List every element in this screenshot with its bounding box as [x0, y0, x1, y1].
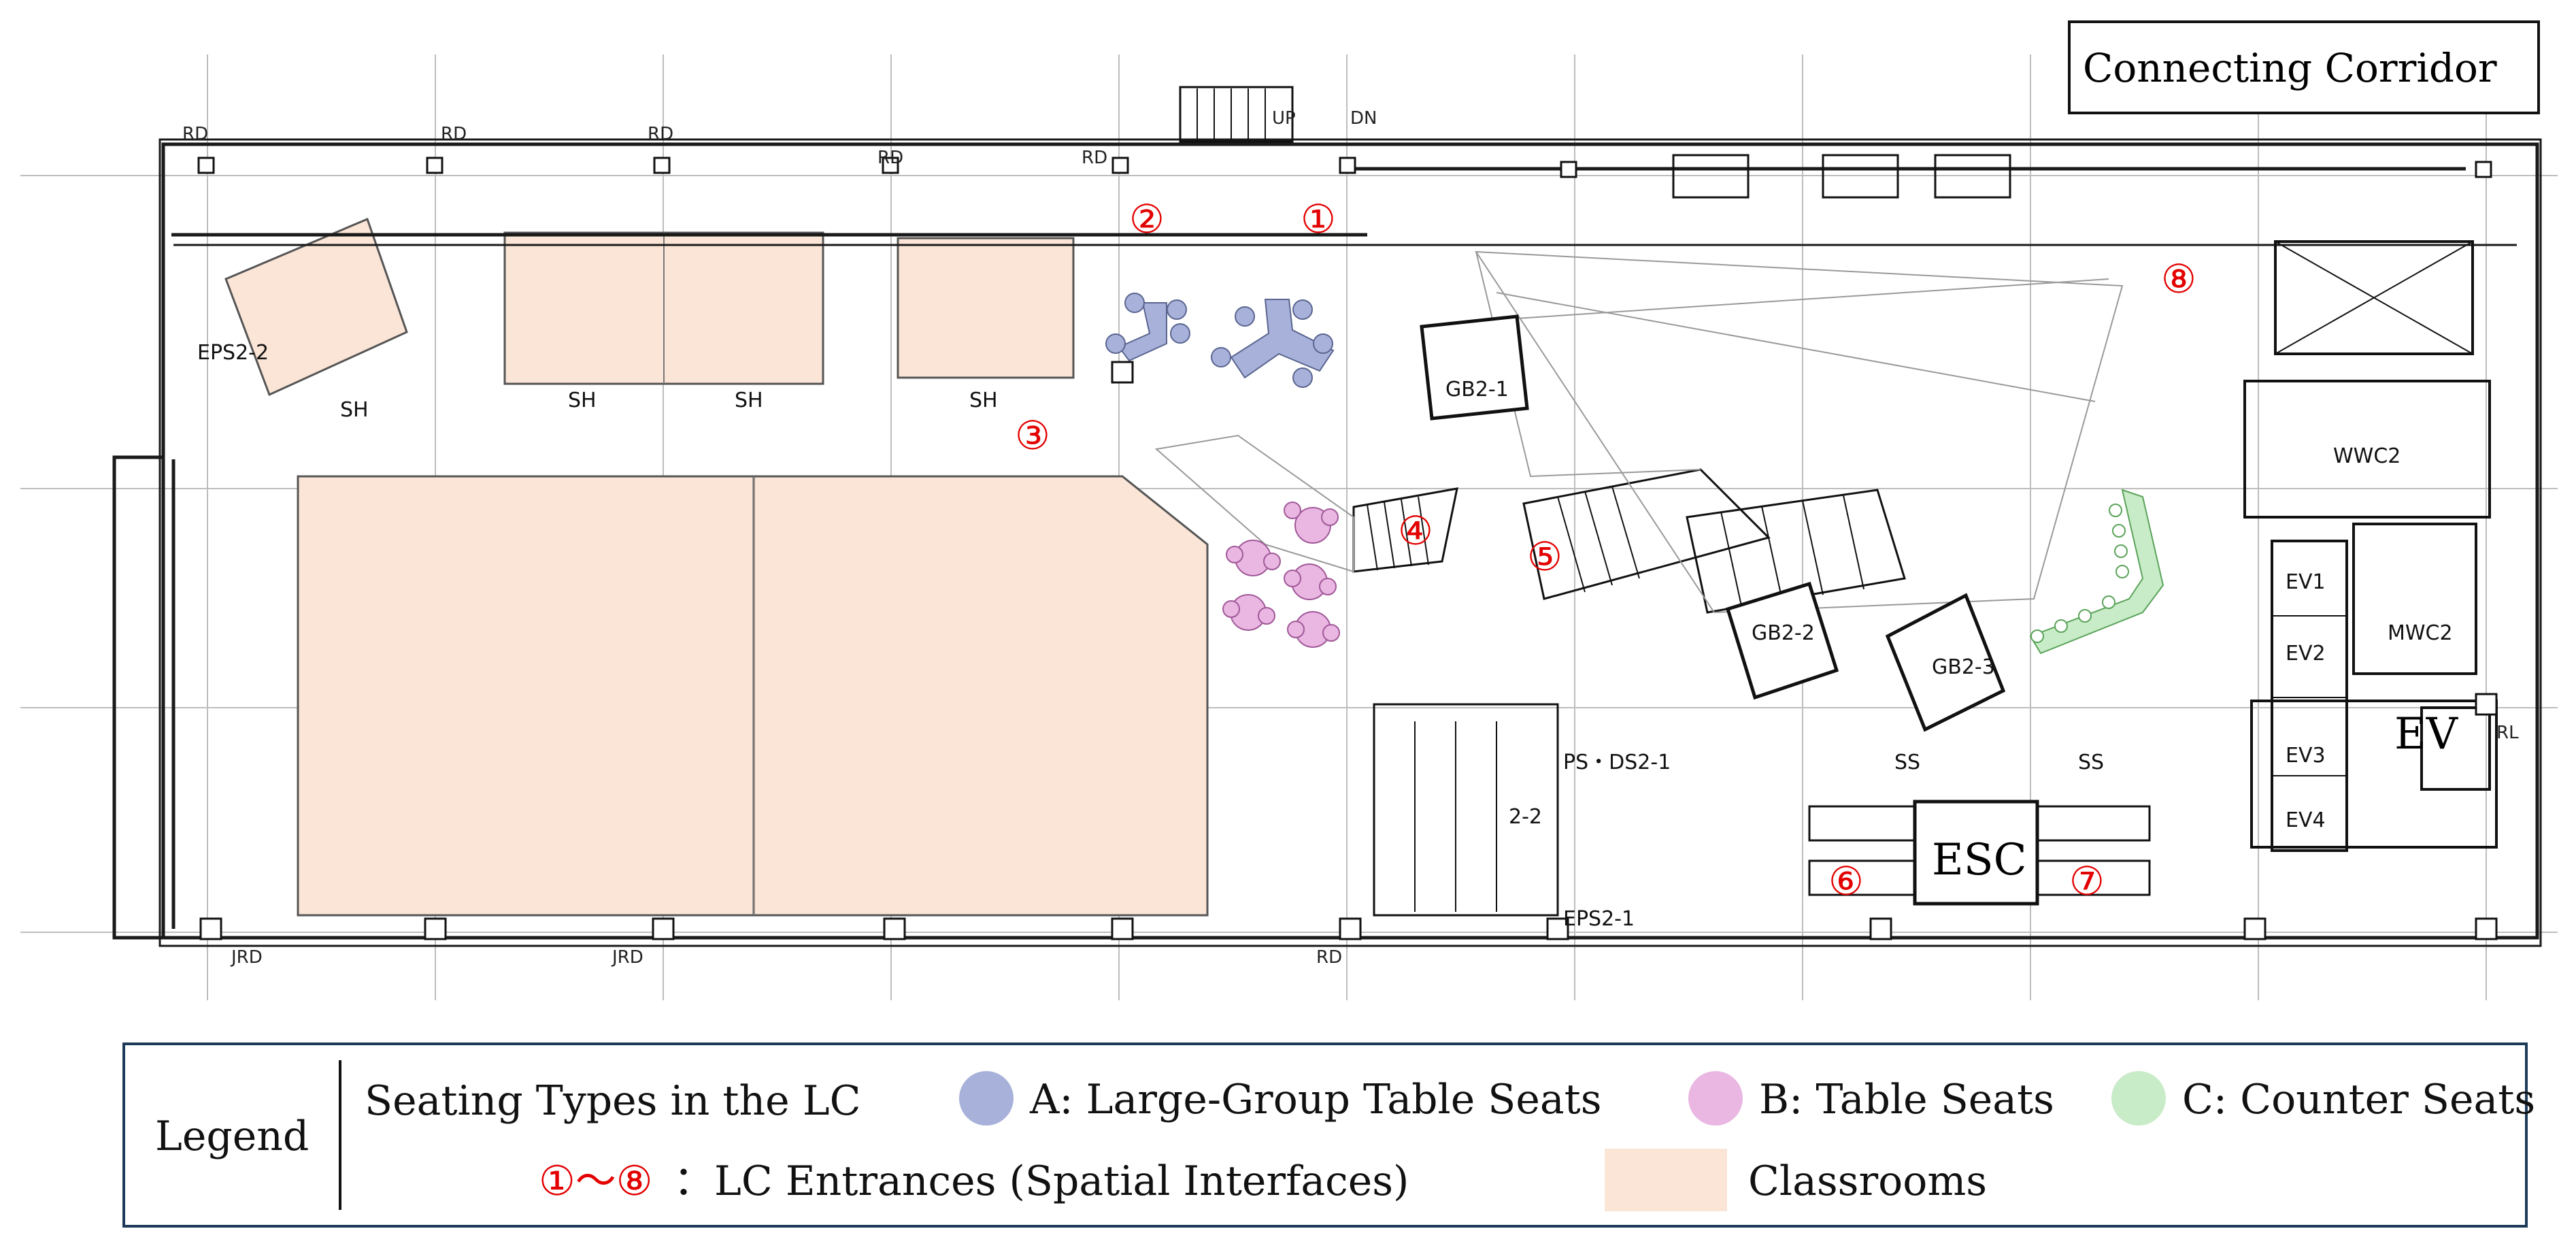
entrance-7: ⑦ [2069, 858, 2105, 904]
classrooms [224, 217, 1209, 917]
svg-text:RD: RD [648, 124, 673, 144]
svg-text:2-2: 2-2 [1509, 805, 1542, 829]
svg-text:EV4: EV4 [2286, 808, 2326, 832]
entrance-8: ⑧ [2161, 256, 2196, 302]
escalator [1808, 800, 2151, 906]
room-labels: EPS2-2 SH SH SH SH GB2-1 GB2-2 GB2-3 WWC… [182, 108, 2519, 968]
entrance-4: ④ [1398, 508, 1433, 554]
entrance-5: ⑤ [1527, 533, 1562, 580]
svg-text:SH: SH [735, 389, 763, 412]
svg-text:JRD: JRD [611, 947, 643, 968]
legend-seating-title: Seating Types in the LC [365, 1077, 861, 1125]
service-core [2243, 240, 2498, 852]
title-box-frame [2068, 20, 2540, 114]
svg-text:SS: SS [1894, 751, 1920, 774]
svg-text:SH: SH [969, 389, 998, 412]
classroom-swatch [1605, 1149, 1727, 1211]
classroom-large-right [752, 475, 1209, 917]
legend-type-c: C: Counter Seats [2182, 1076, 2536, 1123]
svg-text:GB2-1: GB2-1 [1445, 378, 1509, 401]
svg-text:EPS2-2: EPS2-2 [197, 341, 269, 365]
entrance-3: ③ [1015, 412, 1050, 459]
legend-classrooms: Classrooms [1748, 1157, 1988, 1205]
legend-type-a: A: Large-Group Table Seats [1030, 1076, 1602, 1123]
entrance-1: ① [1301, 196, 1336, 242]
entrance-2: ② [1129, 196, 1165, 242]
classroom-angled [224, 217, 408, 397]
svg-text:GB2-2: GB2-2 [1752, 621, 1815, 645]
svg-text:SS: SS [2078, 751, 2104, 774]
title-box: Connecting Corridor [2083, 45, 2497, 91]
svg-text:SH: SH [568, 389, 597, 412]
legend-type-b: B: Table Seats [1759, 1076, 2054, 1123]
seats-type-c [2029, 489, 2164, 655]
legend-entrances-text: ：LC Entrances (Spatial Interfaces) [673, 1157, 1409, 1205]
legend-entrances-label: ①～⑧ [539, 1157, 653, 1205]
svg-text:EV2: EV2 [2286, 642, 2326, 666]
svg-text:RL: RL [2496, 723, 2519, 743]
seat-b-swatch [1688, 1071, 1743, 1126]
seats-type-b [1222, 502, 1340, 648]
legend-heading: Legend [155, 1113, 310, 1160]
svg-text:RD: RD [441, 124, 467, 144]
svg-text:SH: SH [340, 398, 369, 422]
svg-text:EV3: EV3 [2286, 744, 2326, 768]
svg-text:EPS2-1: EPS2-1 [1563, 907, 1635, 931]
classroom-2 [897, 237, 1075, 379]
entrance-markers: ① ② ③ ④ ⑤ ⑥ ⑦ ⑧ [1015, 196, 2196, 904]
svg-text:EV: EV [2394, 709, 2459, 759]
svg-text:RD: RD [1316, 947, 1342, 968]
svg-text:DN: DN [1350, 108, 1377, 129]
legend-divider [339, 1060, 341, 1210]
columns [197, 157, 2498, 940]
classroom-large-left [297, 475, 755, 917]
svg-text:MWC2: MWC2 [2388, 621, 2453, 645]
svg-text:UP: UP [1272, 108, 1296, 129]
svg-text:GB2-3: GB2-3 [1932, 655, 1995, 679]
gb-rooms [1420, 314, 2006, 732]
seats-type-a [1105, 293, 1335, 388]
svg-text:RD: RD [182, 124, 208, 144]
seat-a-swatch [959, 1071, 1014, 1126]
svg-text:WWC2: WWC2 [2333, 444, 2401, 468]
seat-c-swatch [2111, 1071, 2166, 1126]
svg-text:JRD: JRD [230, 947, 263, 968]
svg-text:PS・DS2-1: PS・DS2-1 [1563, 751, 1671, 774]
svg-text:RD: RD [877, 148, 903, 168]
legend: Legend Seating Types in the LC A: Large-… [122, 1042, 2535, 1228]
svg-text:EV1: EV1 [2286, 570, 2326, 594]
svg-text:RD: RD [1082, 148, 1107, 168]
svg-text:ESC: ESC [1932, 835, 2027, 885]
entrance-6: ⑥ [1828, 858, 1864, 904]
